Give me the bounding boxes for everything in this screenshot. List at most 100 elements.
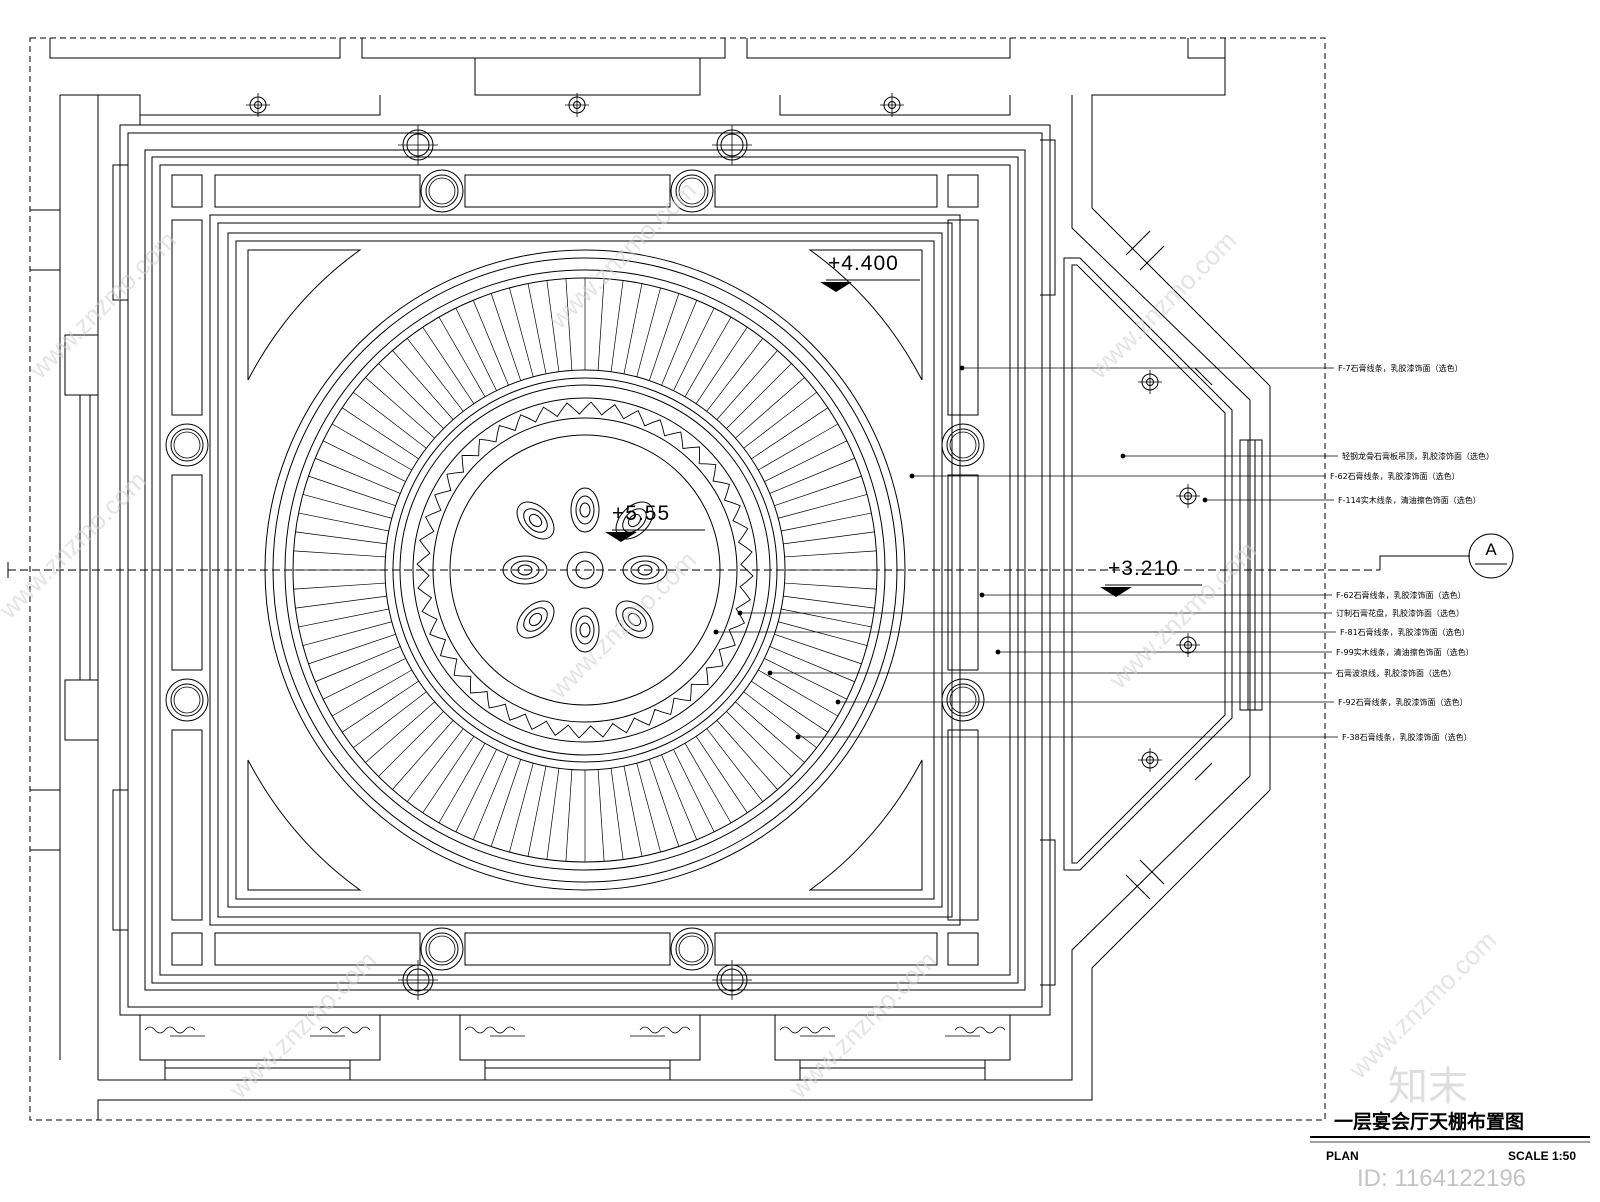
flute-line	[758, 669, 839, 717]
title-block: 一层宴会厅天棚布置图 PLAN SCALE 1:50	[1310, 1110, 1590, 1163]
flute-line	[751, 680, 828, 733]
flute-line	[331, 669, 412, 717]
watermark-site: www.znzmo.com	[782, 945, 942, 1105]
flute-line	[472, 300, 509, 386]
curtain-tracks	[144, 1026, 1006, 1037]
scale-label: SCALE 1:50	[1508, 1149, 1576, 1163]
annotation-leaders	[713, 365, 1338, 740]
flute-line	[295, 531, 387, 545]
flute-line	[695, 736, 748, 813]
flute-line	[726, 711, 792, 777]
leader-dot	[713, 629, 719, 635]
watermark-logo: 知末	[1388, 1064, 1468, 1110]
leader-dot	[995, 649, 1001, 655]
flute-line	[490, 759, 522, 847]
flute-line	[308, 633, 396, 665]
flute-line	[661, 300, 698, 386]
flute-line	[695, 327, 748, 404]
level-label: +4.400	[828, 252, 899, 275]
flute-line	[743, 391, 817, 449]
flute-line	[784, 550, 877, 558]
outer-boundary	[29, 37, 1326, 1121]
flute-line	[392, 720, 454, 790]
rosette-lobe	[516, 600, 555, 639]
flute-line	[661, 754, 698, 840]
flute-line	[293, 550, 386, 558]
flute-line	[302, 621, 392, 646]
flute-line	[735, 701, 805, 763]
watermark-id: ID: 1164122196	[1357, 1165, 1526, 1192]
annotation-notes: F-7石膏线条，乳胶漆饰面（选色） 轻钢龙骨石膏板吊顶，乳胶漆饰面（选色） F-62…	[1330, 363, 1494, 742]
level-marker-3210: +3.210	[1100, 557, 1202, 597]
watermark-site: www.znzmo.com	[22, 225, 182, 385]
leader-dot	[737, 610, 743, 616]
flute-line	[392, 350, 454, 420]
annotation-note: 石膏波浪线，乳胶漆饰面（选色）	[1336, 668, 1456, 678]
annotation-note: F-62石膏线条，乳胶漆饰面（选色）	[1330, 471, 1460, 481]
flute-line	[783, 531, 875, 545]
plan-label: PLAN	[1326, 1149, 1359, 1163]
flute-line	[527, 766, 547, 857]
flute-line	[565, 278, 573, 371]
drawing-title: 一层宴会厅天棚布置图	[1334, 1110, 1524, 1133]
flute-line	[648, 293, 680, 381]
flute-line	[774, 475, 862, 507]
flute-line	[315, 457, 401, 494]
flute-line	[406, 728, 464, 802]
flute-line	[781, 608, 872, 628]
flute-line	[778, 494, 868, 519]
annotation-note: F-81石膏线条，乳胶漆饰面（选色）	[1340, 627, 1470, 637]
rosette-lobe	[516, 501, 555, 540]
flute-line	[406, 338, 464, 412]
flute-line	[509, 287, 534, 377]
flute-line	[781, 512, 872, 532]
flute-line	[546, 768, 560, 860]
flute-line	[438, 743, 486, 824]
center-axis	[7, 555, 1470, 578]
flute-line	[716, 350, 778, 420]
flute-line	[636, 763, 661, 853]
flute-line	[365, 377, 435, 439]
annotation-note: F-38石膏线条，乳胶漆饰面（选色）	[1342, 732, 1472, 742]
dome-flutes	[293, 278, 877, 862]
corner-spandrels	[247, 249, 923, 891]
leader-dot	[835, 699, 841, 705]
flute-line	[353, 391, 427, 449]
flute-line	[784, 582, 877, 590]
annotation-note: F-114实木线条，清油擦色饰面（选色）	[1338, 495, 1481, 505]
flute-line	[673, 307, 715, 391]
flute-line	[673, 749, 715, 833]
flute-line	[295, 595, 387, 609]
level-marker-4400: +4.400	[820, 252, 920, 292]
leader-dot	[959, 365, 965, 371]
section-mark: A	[1468, 533, 1514, 579]
rosette-lobe	[615, 600, 654, 639]
flute-line	[342, 680, 419, 733]
watermark-site: www.znzmo.com	[542, 175, 702, 335]
flute-line	[610, 768, 624, 860]
level-label: +5.55	[612, 502, 670, 525]
flute-line	[648, 759, 680, 847]
flute-line	[684, 316, 732, 397]
watermark-site: www.znzmo.com	[0, 465, 152, 625]
flute-line	[293, 582, 386, 590]
wall-lights	[245, 92, 1201, 1001]
flute-line	[298, 608, 389, 628]
section-mark-label: A	[1485, 540, 1497, 559]
flute-line	[565, 769, 573, 862]
leader-dot	[795, 734, 801, 740]
flute-line	[365, 701, 435, 763]
annotation-note: 轻钢龙骨石膏板吊顶，乳胶漆饰面（选色）	[1342, 451, 1494, 461]
flute-line	[422, 736, 475, 813]
flute-line	[342, 407, 419, 460]
annotation-note: F-7石膏线条，乳胶漆饰面（选色）	[1338, 363, 1463, 373]
flute-line	[783, 595, 875, 609]
flute-line	[735, 377, 805, 439]
flute-line	[764, 440, 848, 482]
flute-line	[769, 457, 855, 494]
leader-dot	[1120, 453, 1126, 459]
flute-line	[322, 658, 406, 700]
rosette-lobe	[570, 607, 600, 653]
flute-line	[778, 621, 868, 646]
